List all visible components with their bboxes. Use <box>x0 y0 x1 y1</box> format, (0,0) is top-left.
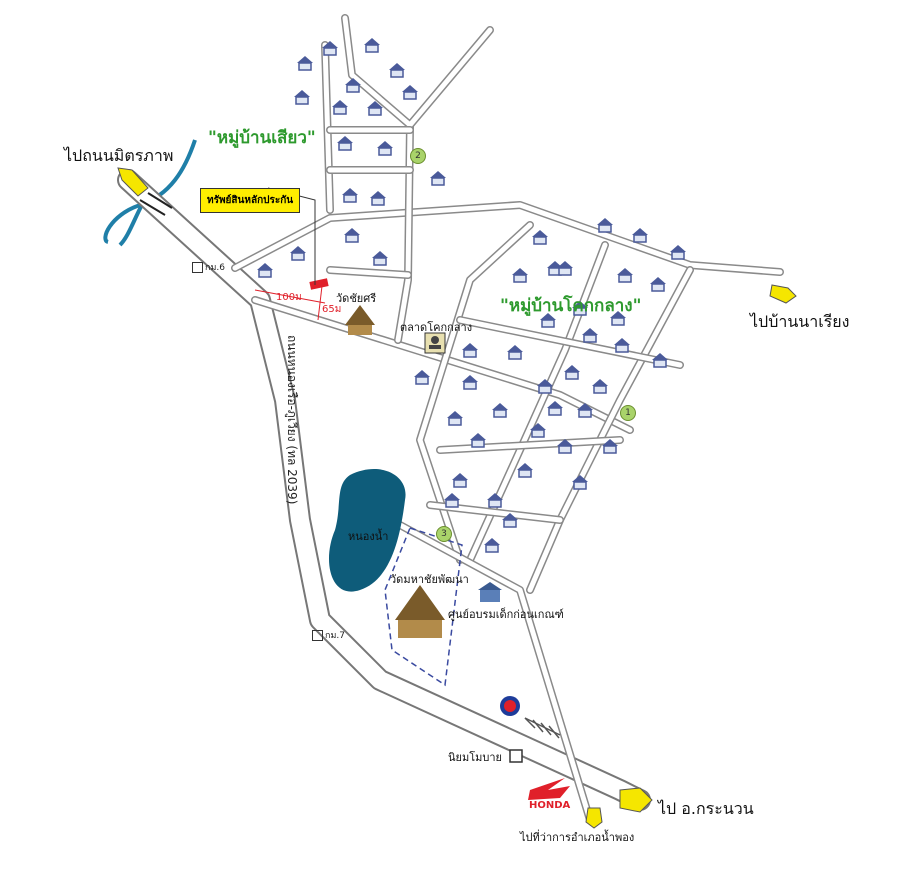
label-pond: หนองน้ำ <box>348 530 389 543</box>
bridge-icon <box>139 192 173 216</box>
house-icon <box>332 100 348 115</box>
temple-icon <box>345 305 375 335</box>
house-icon <box>344 228 360 243</box>
house-icon <box>564 365 580 380</box>
pond <box>328 469 406 592</box>
house-icon <box>537 379 553 394</box>
km7-marker: กม.7 <box>312 628 345 642</box>
label-to-mittraphap: ไปถนนมิตรภาพ <box>64 146 174 165</box>
house-icon <box>290 246 306 261</box>
label-market: ตลาดโคกกลาง <box>400 321 473 334</box>
house-icon <box>532 230 548 245</box>
label-distance-65: 65ม <box>322 304 342 315</box>
house-icon <box>650 277 666 292</box>
label-village-siao: "หมู่บ้านเสียว" <box>208 128 316 148</box>
house-icon <box>487 493 503 508</box>
house-icon <box>462 375 478 390</box>
honda-text: HONDA <box>529 800 571 811</box>
house-icon <box>470 433 486 448</box>
house-icon <box>577 403 593 418</box>
house-icon <box>610 311 626 326</box>
school-icon <box>478 582 502 602</box>
house-icon <box>364 38 380 53</box>
house-icon <box>547 401 563 416</box>
market-icon <box>424 332 446 354</box>
house-icon <box>444 493 460 508</box>
honda-logo <box>528 778 570 800</box>
house-icon <box>484 538 500 553</box>
house-icon <box>492 403 508 418</box>
house-icon <box>572 301 588 316</box>
house-icon <box>592 379 608 394</box>
house-icon <box>530 423 546 438</box>
house-icon <box>342 188 358 203</box>
house-icon <box>430 171 446 186</box>
label-road-name: ถนนหนองเรือ-ภูเวียง (ทล 2039) <box>285 335 299 505</box>
house-icon <box>447 411 463 426</box>
shop-icon <box>509 749 523 763</box>
house-icon <box>257 263 273 278</box>
main-highway <box>117 169 651 811</box>
marker-2: 2 <box>410 148 426 164</box>
label-to-nam-phong: ไปที่ว่าการอำเภอน้ำพอง <box>520 831 635 844</box>
house-icon <box>377 141 393 156</box>
direction-arrow-icon <box>585 807 603 829</box>
house-icon <box>370 191 386 206</box>
house-icon <box>345 78 361 93</box>
house-icon <box>572 475 588 490</box>
label-wat-maha-chai: วัดมหาชัยพัฒนา <box>390 573 469 586</box>
house-icon <box>517 463 533 478</box>
house-icon <box>502 513 518 528</box>
house-icon <box>294 90 310 105</box>
label-wat-chai-si: วัดชัยศรี <box>336 292 377 305</box>
marker-3: 3 <box>436 526 452 542</box>
label-village-khok-klang: "หมู่บ้านโคกกลาง" <box>500 296 642 316</box>
house-icon <box>602 439 618 454</box>
temple-icon <box>395 585 445 638</box>
houses <box>257 38 686 553</box>
label-distance-100: 100ม <box>276 292 302 303</box>
house-icon <box>617 268 633 283</box>
direction-arrow-icon <box>117 167 149 197</box>
parking-lot <box>524 717 561 739</box>
house-icon <box>597 218 613 233</box>
house-icon <box>652 353 668 368</box>
direction-arrow-icon <box>769 284 797 304</box>
house-icon <box>337 136 353 151</box>
house-icon <box>389 63 405 78</box>
house-icon <box>557 439 573 454</box>
house-icon <box>367 101 383 116</box>
house-icon <box>670 245 686 260</box>
house-icon <box>540 313 556 328</box>
label-childcare: ศูนย์อบรมเด็กก่อนเกณฑ์ <box>448 608 564 621</box>
house-icon <box>582 328 598 343</box>
house-icon <box>512 268 528 283</box>
house-icon <box>297 56 313 71</box>
direction-arrow-icon <box>619 787 653 813</box>
asset-marker <box>309 278 329 290</box>
house-icon <box>462 343 478 358</box>
label-niyom: นิยมโมบาย <box>448 751 502 764</box>
house-icon <box>614 338 630 353</box>
km6-marker: กม.6 <box>192 260 225 274</box>
house-icon <box>414 370 430 385</box>
house-icon <box>452 473 468 488</box>
label-main-asset: ทรัพย์สินหลักประกัน <box>200 188 301 213</box>
gas-station-icon <box>500 696 520 716</box>
house-icon <box>322 41 338 56</box>
house-icon <box>557 261 573 276</box>
house-icon <box>507 345 523 360</box>
house-icon <box>402 85 418 100</box>
temple-boundary <box>384 527 463 687</box>
label-to-kranuan: ไป อ.กระนวน <box>658 799 754 818</box>
label-to-na-riang: ไปบ้านนาเรียง <box>750 312 850 331</box>
house-icon <box>632 228 648 243</box>
house-icon <box>372 251 388 266</box>
marker-1: 1 <box>620 405 636 421</box>
